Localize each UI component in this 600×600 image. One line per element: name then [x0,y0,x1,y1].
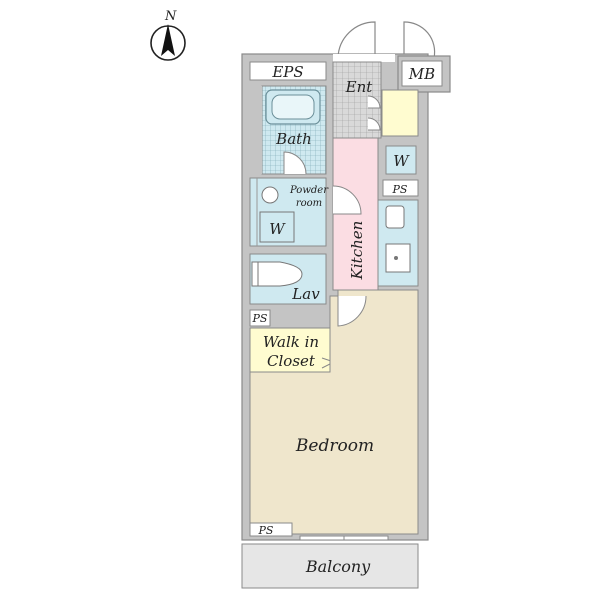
compass: N [150,9,186,61]
stove-icon [385,205,405,229]
ps-bedroom-label: PS [258,524,274,537]
powder-room-label-1: Powder [289,185,329,196]
compass-needle-icon [161,24,175,56]
powder-room-label-2: room [296,198,322,209]
ps-kitchen-label: PS [392,183,408,196]
bedroom-label: Bedroom [295,436,374,456]
lavatory-label: Lav [291,285,320,303]
ps-kitchen [382,179,419,197]
kitchen-washer-box [385,145,417,175]
mb-label: MB [408,65,435,83]
ps-closet-label: PS [252,312,268,325]
ps-bedroom [249,522,293,537]
powder-washer-box [259,211,295,243]
eps-label: EPS [271,63,303,81]
bath-label: Bath [275,130,312,148]
walk-in-closet-label-1: Walk in [263,333,319,351]
kitchen-label: Kitchen [348,221,366,281]
eps-room [249,61,327,81]
sink-icon [261,186,279,204]
bedroom [249,289,419,535]
washer-label: W [393,152,410,170]
entrance-label: Ent [345,78,374,96]
shoe-cabinet [381,89,419,137]
entrance-doors [337,21,436,59]
compass-north-label: N [164,9,177,24]
mb-room [401,60,443,87]
toilet-icon [257,261,303,287]
walk-in-closet [249,327,331,373]
balcony-label: Balcony [305,557,371,576]
balcony [241,543,419,589]
balcony-window [299,535,389,541]
walk-in-closet-label-2: Closet [267,352,316,370]
ps-closet [249,309,271,327]
powder-washer-label: W [269,220,286,238]
